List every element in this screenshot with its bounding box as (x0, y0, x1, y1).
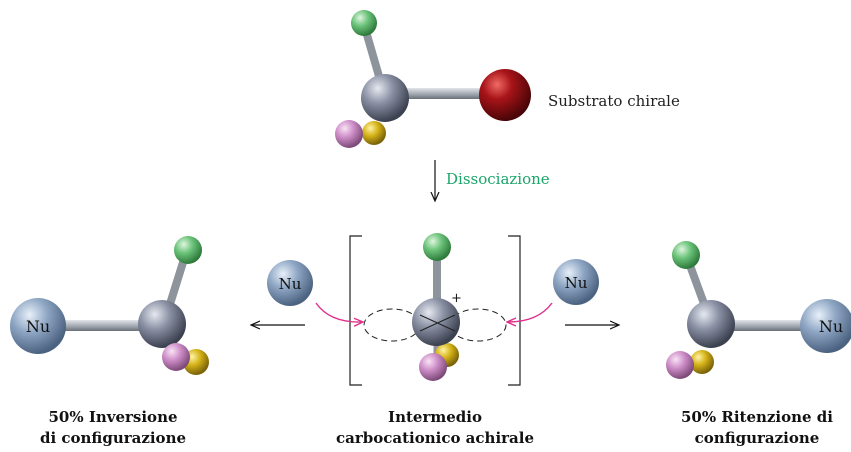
bond-nu (712, 320, 820, 331)
green-substituent-atom (351, 10, 377, 36)
nucleophile-right: Nu (553, 259, 599, 305)
carbon-atom (138, 300, 186, 348)
intermediate-caption-line1: Intermedio (388, 408, 482, 426)
nu-label: Nu (819, 317, 843, 336)
bond-leaving-group (395, 88, 507, 99)
substrate-label: Substrato chirale (548, 92, 680, 110)
inversion-product-molecule: Nu (10, 236, 209, 375)
carbon-atom (361, 74, 409, 122)
p-orbital-left (363, 308, 421, 342)
yellow-substituent-atom (690, 350, 714, 374)
dissociation-label: Dissociazione (446, 170, 550, 188)
carbon-atom (687, 300, 735, 348)
green-substituent-atom (174, 236, 202, 264)
nucleophile-left: Nu (267, 260, 313, 306)
positive-charge: + (451, 291, 462, 306)
attack-arrow-left (315, 302, 362, 322)
attack-arrow-right (508, 302, 553, 322)
right-bracket (508, 235, 521, 386)
orbital-axis-b (419, 314, 456, 332)
nucleophile-atom (10, 298, 66, 354)
retention-caption-line1: 50% Ritenzione di (681, 408, 833, 426)
nu-label: Nu (279, 275, 302, 293)
nucleophile-atom (800, 299, 851, 353)
pink-substituent-atom (335, 120, 363, 148)
leaving-group-atom (479, 69, 531, 121)
bond-nu (60, 320, 160, 331)
green-substituent-atom (672, 241, 700, 269)
retention-caption-line2: configurazione (695, 429, 820, 447)
nu-label: Nu (565, 274, 588, 292)
retention-product-molecule: Nu (666, 241, 851, 379)
nucleophile-atom (553, 259, 599, 305)
nu-label: Nu (26, 317, 50, 336)
carbocation-intermediate (363, 233, 507, 381)
green-substituent-atom (423, 233, 451, 261)
yellow-substituent-atom (362, 121, 386, 145)
left-bracket (349, 235, 362, 386)
chiral-substrate-molecule (335, 10, 531, 148)
pink-substituent-atom (162, 343, 190, 371)
intermediate-caption-line2: carbocationico achirale (336, 429, 534, 447)
pink-substituent-atom (666, 351, 694, 379)
nucleophile-atom (267, 260, 313, 306)
pink-substituent-atom (419, 353, 447, 381)
inversion-caption-line2: di configurazione (40, 429, 186, 447)
inversion-caption-line1: 50% Inversione (48, 408, 177, 426)
